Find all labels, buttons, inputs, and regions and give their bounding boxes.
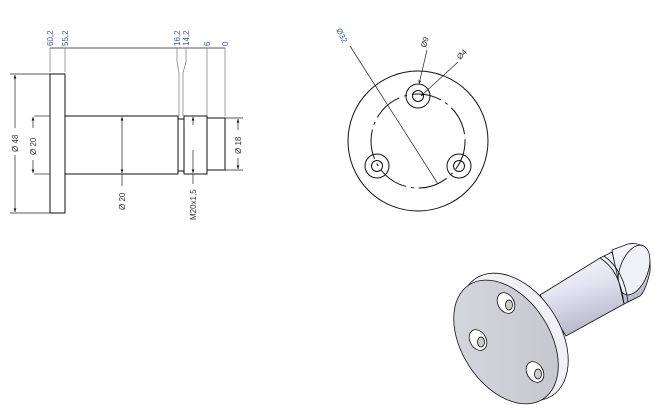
thread-outline	[183, 115, 208, 175]
flange-outline	[49, 73, 66, 214]
end-outline	[206, 117, 226, 171]
ordinate-label: 16,2	[173, 30, 182, 46]
dimension-counterbore: Ø9	[419, 35, 431, 48]
extension-line	[182, 48, 187, 116]
dimension-thread: M20x1,5	[189, 189, 198, 220]
bolt-circle	[370, 93, 466, 189]
extension-line	[176, 48, 180, 116]
hole	[453, 160, 465, 172]
counterbore	[446, 153, 472, 179]
dimension-bolt-circle: Ø32	[334, 27, 349, 45]
counterbore	[405, 83, 431, 109]
front-view: Ø32 Ø9 Ø4	[334, 27, 489, 212]
hole	[534, 368, 542, 380]
leader-bolt-circle	[349, 45, 439, 185]
ordinate-label: 0	[221, 41, 230, 46]
ordinate-label: 55,2	[61, 30, 70, 46]
ordinate-label: 14,2	[182, 30, 191, 46]
groove-edge	[603, 255, 629, 303]
isometric-view	[453, 243, 651, 405]
ordinate-label: 60,2	[46, 30, 55, 46]
hole	[477, 336, 485, 348]
ordinate-label: 6	[203, 41, 212, 46]
groove-outline	[177, 118, 185, 172]
hole	[412, 90, 424, 102]
dimension-flange-diameter: Ø 48	[11, 134, 20, 152]
flange-circle	[347, 70, 489, 212]
side-view: 60,2 55,2 16,2 14,2 6 0 Ø 48 Ø 20 Ø 20 M…	[10, 30, 243, 220]
counterbore	[364, 153, 390, 179]
dimension-hub-diameter: Ø 20	[29, 137, 38, 155]
leader-counterbore	[418, 49, 428, 85]
dimension-end-diameter: Ø 18	[234, 136, 243, 154]
groove-edge	[599, 257, 625, 305]
dimension-shaft-diameter: Ø 20	[118, 192, 127, 210]
shaft-outline	[64, 115, 179, 175]
dimension-hole: Ø4	[455, 47, 469, 61]
leader-hole	[420, 61, 459, 97]
end-face	[617, 244, 651, 296]
hole	[505, 299, 513, 311]
hole	[371, 160, 383, 172]
